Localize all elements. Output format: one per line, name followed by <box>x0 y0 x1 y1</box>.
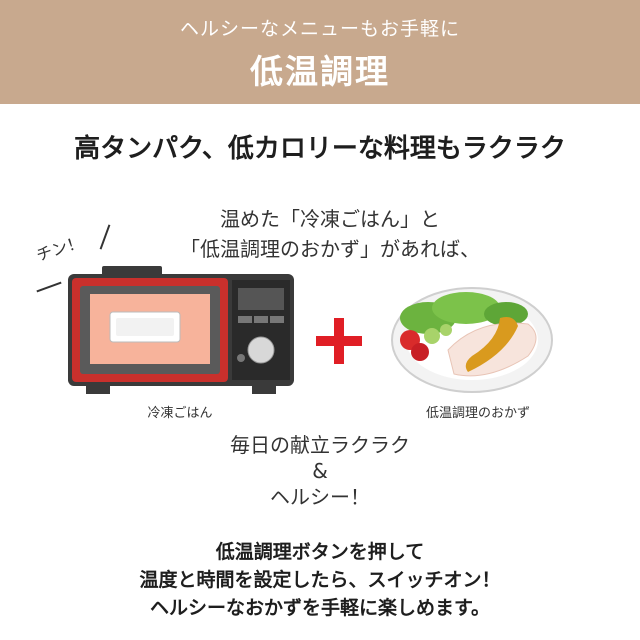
plus-icon <box>316 318 362 364</box>
bottom-text: 低温調理ボタンを押して 温度と時間を設定したら、スイッチオン！ ヘルシーなおかず… <box>40 538 600 622</box>
middle-text: 毎日の献立ラクラク & ヘルシー！ <box>160 432 480 510</box>
intro-text: 温めた「冷凍ごはん」と 「低温調理のおかず」があれば、 <box>170 204 490 264</box>
bottom-line-2: 温度と時間を設定したら、スイッチオン！ <box>139 569 501 591</box>
header-banner: ヘルシーなメニューもお手軽に 低温調理 <box>0 0 640 104</box>
middle-line-3: ヘルシー！ <box>270 485 370 509</box>
intro-line-2: 「低温調理のおかず」があれば、 <box>180 237 480 261</box>
middle-line-2: & <box>312 459 328 483</box>
bottom-line-3: ヘルシーなおかずを手軽に楽しめます。 <box>149 597 491 619</box>
oven-icon <box>68 266 294 394</box>
sound-effect-text: チン！ <box>33 232 86 266</box>
header-subtitle: ヘルシーなメニューもお手軽に <box>179 18 460 40</box>
headline: 高タンパク、低カロリーな料理もラクラク <box>74 134 566 164</box>
bottom-line-1: 低温調理ボタンを押して <box>215 541 425 563</box>
dish-icon <box>391 287 553 393</box>
left-caption: 冷凍ごはん <box>147 406 213 421</box>
sound-line-2 <box>99 224 111 250</box>
middle-line-1: 毎日の献立ラクラク <box>230 433 410 457</box>
sound-line-1 <box>36 281 62 293</box>
intro-line-1: 温めた「冷凍ごはん」と <box>220 207 440 231</box>
header-title: 低温調理 <box>250 52 390 91</box>
right-caption: 低温調理のおかず <box>425 406 530 421</box>
